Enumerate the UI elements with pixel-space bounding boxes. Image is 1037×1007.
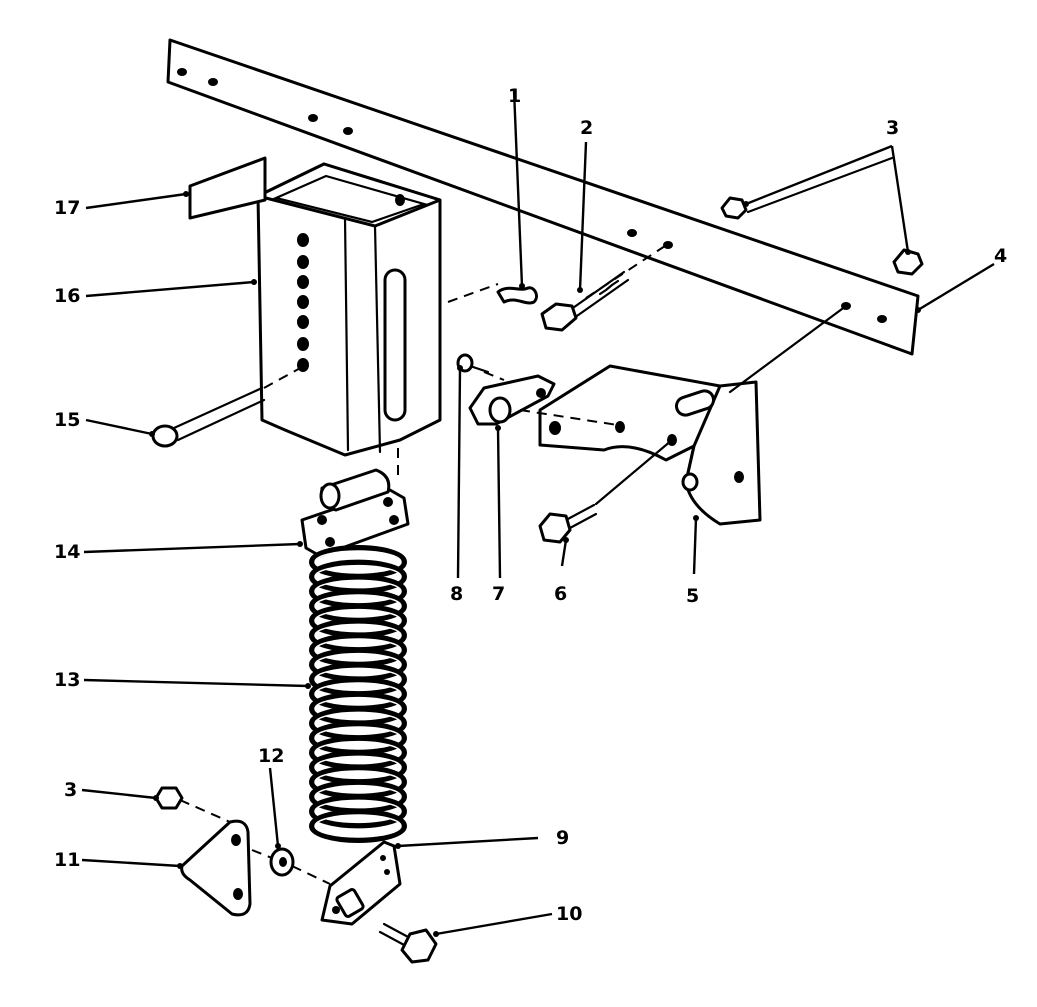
spring-coil-highlight	[314, 726, 402, 750]
callout-11: 11	[54, 849, 80, 871]
hex-head-bolt	[538, 503, 598, 544]
spring-coil-highlight	[314, 667, 402, 692]
callout-6: 6	[554, 583, 567, 605]
spring-coil	[309, 809, 407, 843]
spring-coil-highlight	[314, 608, 402, 633]
spring-coil-highlight	[314, 579, 402, 604]
square-tube	[256, 162, 442, 457]
hitch-pin-clip	[496, 286, 538, 305]
callout-13: 13	[54, 669, 80, 691]
callout-14: 14	[54, 541, 80, 563]
callout-4: 4	[994, 245, 1007, 267]
leader-lines	[81, 89, 995, 937]
assembly-centerlines	[179, 156, 894, 885]
stud-plate	[468, 374, 556, 426]
spring-coil-highlight	[314, 564, 402, 589]
spring-coil-highlight	[314, 814, 402, 838]
spring-coil-highlight	[314, 652, 402, 677]
callout-numbers: 1 2 3 4 5 6 7 8 9 10 11 12 3 13 14 15 16…	[54, 85, 1007, 925]
callout-5: 5	[686, 585, 699, 607]
hex-nut-upper-right	[892, 248, 924, 276]
triangular-plate	[180, 819, 252, 917]
callout-15: 15	[54, 409, 80, 431]
spring-coil-highlight	[314, 770, 402, 794]
long-bolt	[540, 270, 630, 332]
angle-bracket	[538, 364, 762, 526]
lower-hex-bolt	[378, 922, 438, 964]
mounting-bar	[166, 38, 920, 356]
lower-spring-bracket	[320, 840, 402, 926]
spring-coil-highlight	[314, 799, 402, 824]
decal-plate	[188, 156, 267, 220]
spring-coil	[309, 794, 407, 829]
hex-nut-lower	[154, 786, 184, 810]
spring-coil-highlight	[314, 740, 402, 765]
spring-coil-highlight	[314, 696, 402, 721]
callout-3-upper: 3	[886, 117, 899, 139]
callout-7: 7	[492, 583, 505, 605]
spring-coil-highlight	[314, 594, 402, 618]
hex-nut-upper-left	[720, 196, 748, 220]
washer	[269, 847, 295, 877]
spring-clamp-block	[300, 468, 410, 558]
callout-2: 2	[580, 117, 593, 139]
spring-coil-highlight	[314, 711, 402, 736]
callout-1: 1	[508, 85, 521, 107]
callout-9: 9	[556, 827, 569, 849]
callout-3-lower: 3	[64, 779, 77, 801]
spring-coil-highlight	[314, 623, 402, 648]
spring-coil-highlight	[314, 784, 402, 809]
callout-17: 17	[54, 197, 80, 219]
callout-16: 16	[54, 285, 80, 307]
spring-coil-highlight	[314, 638, 402, 662]
clevis-pin	[151, 386, 266, 448]
callout-12: 12	[258, 745, 284, 767]
spring-coil-highlight	[314, 682, 402, 706]
callout-10: 10	[556, 903, 582, 925]
callout-8: 8	[450, 583, 463, 605]
spring-coil-highlight	[314, 550, 402, 574]
coil-spring	[309, 545, 407, 843]
spring-coil-highlight	[314, 755, 402, 780]
